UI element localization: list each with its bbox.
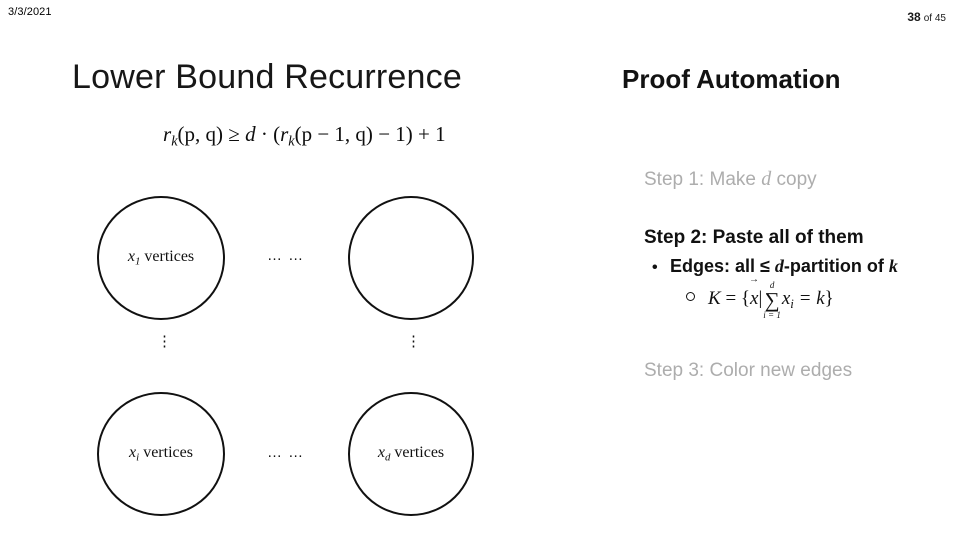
- formula-inner-close: ): [405, 122, 413, 146]
- formula-d: d: [245, 122, 256, 146]
- formula-inner-k: k: [288, 133, 295, 150]
- set-vector-x: x: [749, 275, 760, 310]
- formula-inner-open: (: [273, 122, 281, 146]
- page-current: 38: [907, 10, 921, 24]
- horizontal-dots-bottom: … …: [267, 444, 305, 461]
- circle-xd-sub: d: [384, 451, 391, 464]
- circle-xi: xi vertices: [97, 392, 225, 516]
- circle-x1-label: x1 vertices: [128, 248, 194, 267]
- circle-xi-sub: i: [136, 451, 140, 464]
- circle-xi-var: x: [129, 444, 137, 462]
- bullet-marker-icon: •: [652, 259, 658, 276]
- step-2-heading: Step 2: Paste all of them: [644, 227, 864, 248]
- subbullet-formula: K = {x|d∑i = 1xi = k}: [708, 275, 834, 320]
- bullet-var-d: d: [774, 256, 784, 276]
- formula-lhs-k: k: [171, 133, 178, 150]
- step-1-var: d: [761, 168, 772, 190]
- sum-body-x: x: [781, 287, 791, 309]
- vertical-dots-right: ⋮: [406, 333, 421, 350]
- step-1-post: copy: [771, 169, 817, 190]
- page-title-left: Lower Bound Recurrence: [72, 58, 462, 96]
- circle-x1-text: vertices: [140, 248, 195, 266]
- sigma-glyph: ∑: [764, 288, 780, 312]
- step-2-bullet: • Edges: all ≤ d-partition of k: [652, 256, 898, 277]
- slide-page-number: 38 of 45: [907, 10, 946, 24]
- set-close-brace: }: [824, 287, 834, 309]
- set-pipe: |: [758, 287, 763, 309]
- horizontal-dots-top: … …: [267, 247, 305, 264]
- circle-xi-text: vertices: [139, 444, 193, 462]
- sum-upper-limit: d: [769, 280, 775, 290]
- vertical-dots-left-glyph: ⋮: [157, 333, 172, 350]
- formula-relation: ≥: [228, 122, 240, 146]
- formula-minus-one: − 1: [378, 122, 406, 146]
- set-open-brace: {: [740, 287, 751, 309]
- circle-x1: x1 vertices: [97, 196, 225, 320]
- circle-marker-icon: [686, 291, 695, 301]
- circle-x1-sub: 1: [134, 255, 141, 268]
- vertical-dots-left: ⋮: [157, 333, 172, 350]
- circle-xd-text: vertices: [390, 444, 445, 462]
- sum-lower-limit: i = 1: [763, 310, 781, 320]
- page-total: of 45: [923, 13, 946, 24]
- step-2-bullet-text: Edges: all ≤ d-partition of k: [670, 256, 898, 277]
- lower-bound-formula: rk(p, q) ≥ d · (rk(p − 1, q) − 1) + 1: [163, 122, 446, 151]
- formula-inner-r: r: [280, 122, 289, 146]
- bullet-var-k: k: [888, 256, 898, 276]
- circle-xd-var: x: [377, 444, 385, 462]
- circle-xd: xd vertices: [348, 392, 474, 516]
- formula-lhs-r: r: [163, 122, 172, 146]
- step-2-subbullet: K = {x|d∑i = 1xi = k}: [686, 275, 834, 320]
- bullet-mid: -partition of: [783, 256, 889, 276]
- formula-plus-one: + 1: [418, 122, 446, 146]
- bullet-pre: Edges: all ≤: [670, 256, 775, 276]
- step-1-text: Step 1: Make d copy: [644, 168, 817, 191]
- set-equals-k: = k: [798, 287, 825, 309]
- page-title-right: Proof Automation: [622, 64, 841, 94]
- step-3-text: Step 3: Color new edges: [644, 360, 853, 381]
- formula-inner-args: (p − 1, q): [294, 122, 373, 146]
- circle-xd-label: xd vertices: [378, 444, 444, 463]
- circle-empty: [348, 196, 474, 320]
- circle-x1-var: x: [127, 248, 135, 266]
- set-equals: =: [725, 287, 737, 309]
- formula-lhs-args: (p, q): [177, 122, 224, 146]
- sum-body-sub: i: [790, 295, 794, 311]
- set-k: K: [708, 287, 721, 309]
- summation-symbol: d∑i = 1: [763, 281, 781, 320]
- slide-date: 3/3/2021: [8, 6, 52, 18]
- vertical-dots-right-glyph: ⋮: [406, 333, 421, 350]
- step-1-pre: Step 1: Make: [644, 169, 762, 190]
- formula-dot: ·: [260, 122, 268, 146]
- circle-xi-label: xi vertices: [129, 444, 193, 463]
